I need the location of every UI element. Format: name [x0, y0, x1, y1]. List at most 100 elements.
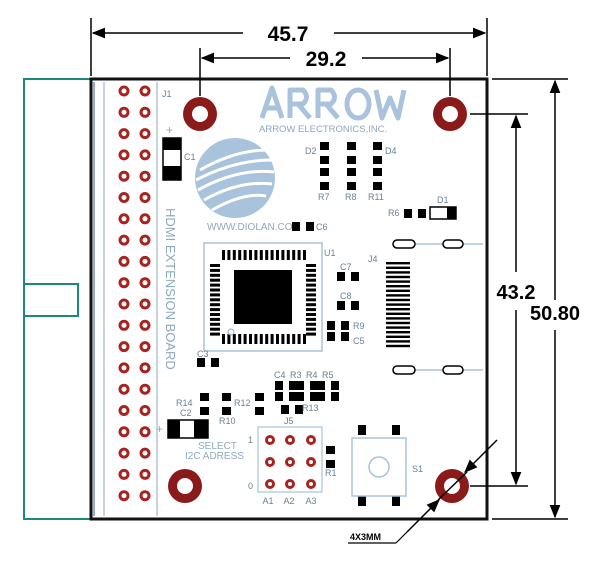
header-pin	[139, 447, 151, 459]
dimension-overall-width: 45.7	[90, 18, 488, 76]
ref-label-c4: C4	[274, 370, 286, 380]
header-pin	[118, 128, 130, 140]
j4-pin	[386, 262, 410, 265]
c1-capacitor	[162, 137, 182, 181]
j4-pin	[386, 294, 410, 297]
smd-part	[317, 381, 339, 390]
ref-label-c7: C7	[340, 262, 352, 272]
smd-part	[197, 358, 219, 367]
dimension-hole-spacing-x: 29.2	[199, 48, 451, 96]
u1-pin	[210, 273, 220, 277]
header-pin	[118, 341, 130, 353]
header-pin	[118, 170, 130, 182]
dim-text-hole-spacing-y: 43.2	[497, 282, 536, 304]
jumper-pin	[265, 457, 275, 467]
header-pin-array	[118, 85, 151, 502]
u1-pin	[286, 334, 290, 344]
ref-label-c1: C1	[184, 152, 196, 162]
i2c-label: I2C ADRESS	[185, 451, 244, 462]
dim-text-overall-height: 50.80	[530, 303, 580, 325]
smd-components	[197, 142, 457, 468]
ref-label-j4: J4	[368, 254, 378, 264]
header-pin	[118, 213, 130, 225]
u1-chip	[203, 242, 323, 352]
ref-label-r6: R6	[388, 208, 400, 218]
header-pin	[118, 383, 130, 395]
header-pin	[118, 490, 130, 502]
ref-label-r7: R7	[318, 192, 330, 202]
header-pin	[118, 447, 130, 459]
smd-part	[337, 272, 359, 281]
u1-pin	[286, 250, 290, 260]
smd-part	[255, 393, 264, 415]
smd-part	[222, 393, 231, 415]
u1-pin	[306, 278, 316, 282]
plus-bottom: +	[156, 422, 163, 436]
header-pin	[118, 85, 130, 97]
u1-pin	[254, 250, 258, 260]
header-pin	[139, 213, 151, 225]
jumper-pin	[285, 435, 295, 445]
ref-label-c3: C3	[197, 349, 209, 359]
ref-label-r9: R9	[353, 321, 365, 331]
header-pin	[118, 468, 130, 480]
header-pin	[139, 234, 151, 246]
ref-label-c8: C8	[340, 291, 352, 301]
u1-pin	[222, 250, 225, 260]
header-pin	[139, 128, 151, 140]
u1-pin	[232, 334, 236, 344]
ref-label-r4: R4	[306, 370, 318, 380]
u1-pin	[210, 327, 220, 331]
j4-pin	[386, 340, 410, 343]
smd-part	[429, 206, 457, 220]
u1-pin	[265, 334, 269, 344]
u1-pin	[210, 264, 220, 267]
u1-pin	[210, 332, 220, 336]
smd-part	[373, 142, 382, 164]
j5-jumper-block	[257, 426, 323, 493]
u1-pin	[259, 334, 263, 344]
j4-pin	[386, 326, 410, 329]
u1-pin	[306, 322, 316, 326]
smd-part	[373, 168, 382, 190]
header-pin	[118, 149, 130, 161]
header-pin	[118, 298, 130, 310]
logo-text: ARROW ELECTRONICS,INC.	[259, 124, 387, 135]
header-pin	[139, 170, 151, 182]
header-pin	[118, 106, 130, 118]
j4-pin	[386, 344, 410, 348]
jumper-col-label: A2	[283, 496, 294, 506]
ref-label-d2: D2	[305, 146, 317, 156]
u1-pin	[276, 334, 279, 344]
dim-text-hole-spacing-x: 29.2	[306, 48, 347, 71]
ref-label-r5: R5	[322, 370, 334, 380]
header-pin	[118, 405, 130, 416]
smd-part	[275, 392, 297, 401]
jumper-pin	[306, 457, 316, 467]
header-pin	[139, 149, 151, 161]
jumper-pin	[265, 435, 275, 445]
s1-switch	[351, 425, 407, 506]
u1-pin	[232, 250, 236, 260]
header-pin	[139, 341, 151, 353]
c2-capacitor	[167, 419, 209, 439]
u1-pin	[210, 293, 220, 297]
u1-pin	[259, 250, 263, 260]
header-pin	[139, 319, 151, 331]
j4-pin	[386, 271, 410, 274]
j4-pin	[386, 312, 410, 315]
smd-part	[404, 209, 426, 218]
diolan-logo	[195, 138, 275, 218]
ref-label-r10: R10	[219, 416, 236, 426]
smd-part	[326, 446, 335, 468]
jumper-pin	[285, 479, 295, 489]
ref-label-r8: R8	[345, 192, 357, 202]
u1-pin	[303, 250, 306, 260]
j4-pin	[386, 317, 410, 320]
header-pin	[139, 85, 151, 97]
u1-pin	[210, 268, 220, 272]
ref-label-r13: R13	[302, 403, 319, 413]
header-pin	[118, 319, 130, 331]
j4-pin	[386, 280, 410, 283]
u1-pin	[210, 313, 220, 316]
